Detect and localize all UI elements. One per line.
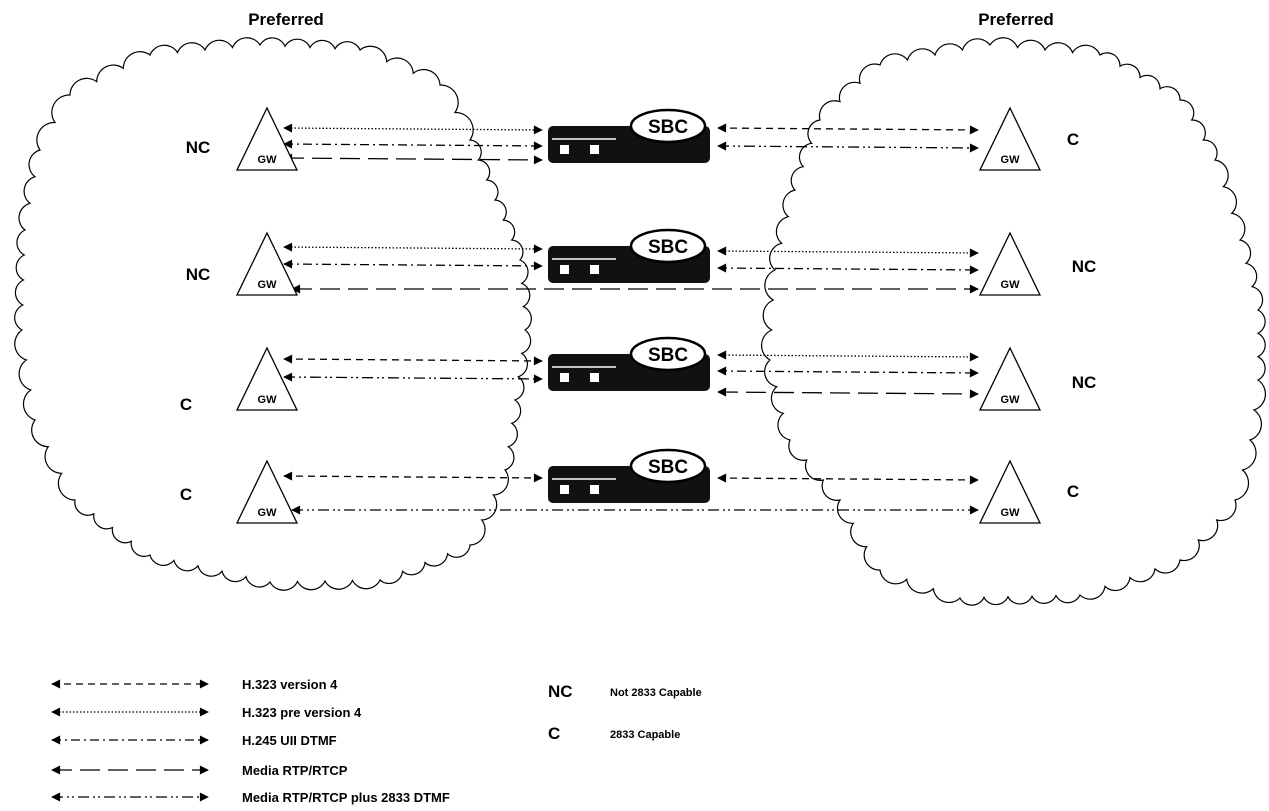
gateway-triangle	[978, 231, 1042, 296]
sbc-device-3: SBC	[548, 336, 710, 391]
right-capability-label: C	[1067, 130, 1079, 149]
gateway-triangle	[978, 346, 1042, 411]
sbc-label-oval	[629, 228, 707, 264]
gateway-triangle	[978, 106, 1042, 171]
gateway-label: GW	[258, 507, 278, 519]
connection-lines	[283, 123, 979, 515]
right-network-cloud	[760, 37, 1267, 606]
gateway-label: GW	[258, 394, 278, 406]
sbc-label: SBC	[648, 345, 688, 366]
capability-labels: NC C NC NC C NC C C	[180, 130, 1096, 504]
sbc-devices: SBC SBC SBC SBC	[548, 108, 710, 503]
connection-v4-line	[283, 354, 543, 366]
gateway-label: GW	[1001, 394, 1021, 406]
left-network-cloud	[14, 37, 532, 591]
connection-uii-line	[283, 139, 543, 151]
gateway-right-1: GW	[978, 106, 1042, 171]
left-capability-label: C	[180, 395, 192, 414]
connection-media2833-line	[283, 372, 543, 384]
legend-entry-pre-v4: H.323 pre version 4	[51, 705, 362, 720]
sbc-device-1: SBC	[548, 108, 710, 163]
right-capability-label: NC	[1072, 257, 1097, 276]
connection-uii-line	[283, 259, 543, 271]
right-capability-label: NC	[1072, 373, 1097, 392]
sbc-label: SBC	[648, 237, 688, 258]
right-cloud-outline	[760, 37, 1267, 606]
left-capability-label: NC	[186, 138, 211, 157]
sbc-port	[590, 373, 599, 382]
legend-line-text: H.323 pre version 4	[242, 705, 362, 720]
legend-entry-media2833: Media RTP/RTCP plus 2833 DTMF	[51, 790, 450, 805]
legend-capability-nc: NC Not 2833 Capable	[548, 682, 702, 701]
left-network-title: Preferred	[248, 10, 324, 29]
gateway-triangle	[235, 346, 299, 411]
legend-line-text: Media RTP/RTCP plus 2833 DTMF	[242, 790, 450, 805]
sbc-label: SBC	[648, 457, 688, 478]
legend-line-text: Media RTP/RTCP	[242, 763, 348, 778]
connection-uii-line	[717, 366, 979, 378]
left-cloud-outline	[14, 37, 532, 591]
sbc-label-oval	[629, 448, 707, 484]
sbc-port	[590, 485, 599, 494]
sbc-device-4: SBC	[548, 448, 710, 503]
connection-pre-v4-line	[717, 246, 979, 258]
connection-pre-v4-line	[717, 350, 979, 362]
sbc-label-oval	[629, 336, 707, 372]
gateway-label: GW	[1001, 154, 1021, 166]
gateway-triangle	[978, 459, 1042, 524]
legend-entry-media: Media RTP/RTCP	[51, 763, 348, 778]
gateway-triangle	[235, 459, 299, 524]
connection-media2833-line	[717, 141, 979, 153]
left-capability-label: NC	[186, 265, 211, 284]
legend-capability-text: 2833 Capable	[610, 729, 680, 741]
gateway-label: GW	[258, 154, 278, 166]
right-network-title: Preferred	[978, 10, 1054, 29]
gateway-label: GW	[258, 279, 278, 291]
gateway-left-3: GW	[235, 346, 299, 411]
connection-v4-line	[283, 471, 543, 483]
gateway-right-3: GW	[978, 346, 1042, 411]
sbc-device-2: SBC	[548, 228, 710, 283]
gateway-label: GW	[1001, 507, 1021, 519]
gateway-triangle	[235, 231, 299, 296]
gateway-left-4: GW	[235, 459, 299, 524]
legend-line-text: H.323 version 4	[242, 677, 338, 692]
legend-capability-text: Not 2833 Capable	[610, 687, 702, 699]
connection-media-line	[283, 153, 543, 165]
gateway-label: GW	[1001, 279, 1021, 291]
legend-capability-code: NC	[548, 682, 573, 701]
legend-entry-v4: H.323 version 4	[51, 677, 338, 692]
left-capability-label: C	[180, 485, 192, 504]
connection-v4-line	[717, 123, 979, 135]
gateway-right-4: GW	[978, 459, 1042, 524]
sbc-port	[560, 485, 569, 494]
gateway-triangle	[235, 106, 299, 171]
legend-entry-uii: H.245 UII DTMF	[51, 733, 337, 748]
connection-v4-line	[717, 473, 979, 485]
gateway-left-1: GW	[235, 106, 299, 171]
legend-capability-c: C 2833 Capable	[548, 724, 680, 743]
sbc-port	[560, 373, 569, 382]
connection-media-line	[717, 387, 979, 399]
sbc-port	[560, 265, 569, 274]
gateway-left-2: GW	[235, 231, 299, 296]
sbc-port	[560, 145, 569, 154]
legend-line-text: H.245 UII DTMF	[242, 733, 337, 748]
gateways: GW GW GW GW GW GW GW GW	[235, 106, 1042, 524]
sbc-label-oval	[629, 108, 707, 144]
gateway-right-2: GW	[978, 231, 1042, 296]
connection-pre-v4-line	[283, 242, 543, 254]
sbc-port	[590, 265, 599, 274]
connection-uii-line	[717, 263, 979, 275]
sbc-port	[590, 145, 599, 154]
right-capability-label: C	[1067, 482, 1079, 501]
legend-capability-code: C	[548, 724, 560, 743]
sbc-label: SBC	[648, 117, 688, 138]
connection-pre-v4-line	[283, 123, 543, 135]
legend-line-styles: H.323 version 4 H.323 pre version 4 H.245 …	[51, 677, 450, 805]
